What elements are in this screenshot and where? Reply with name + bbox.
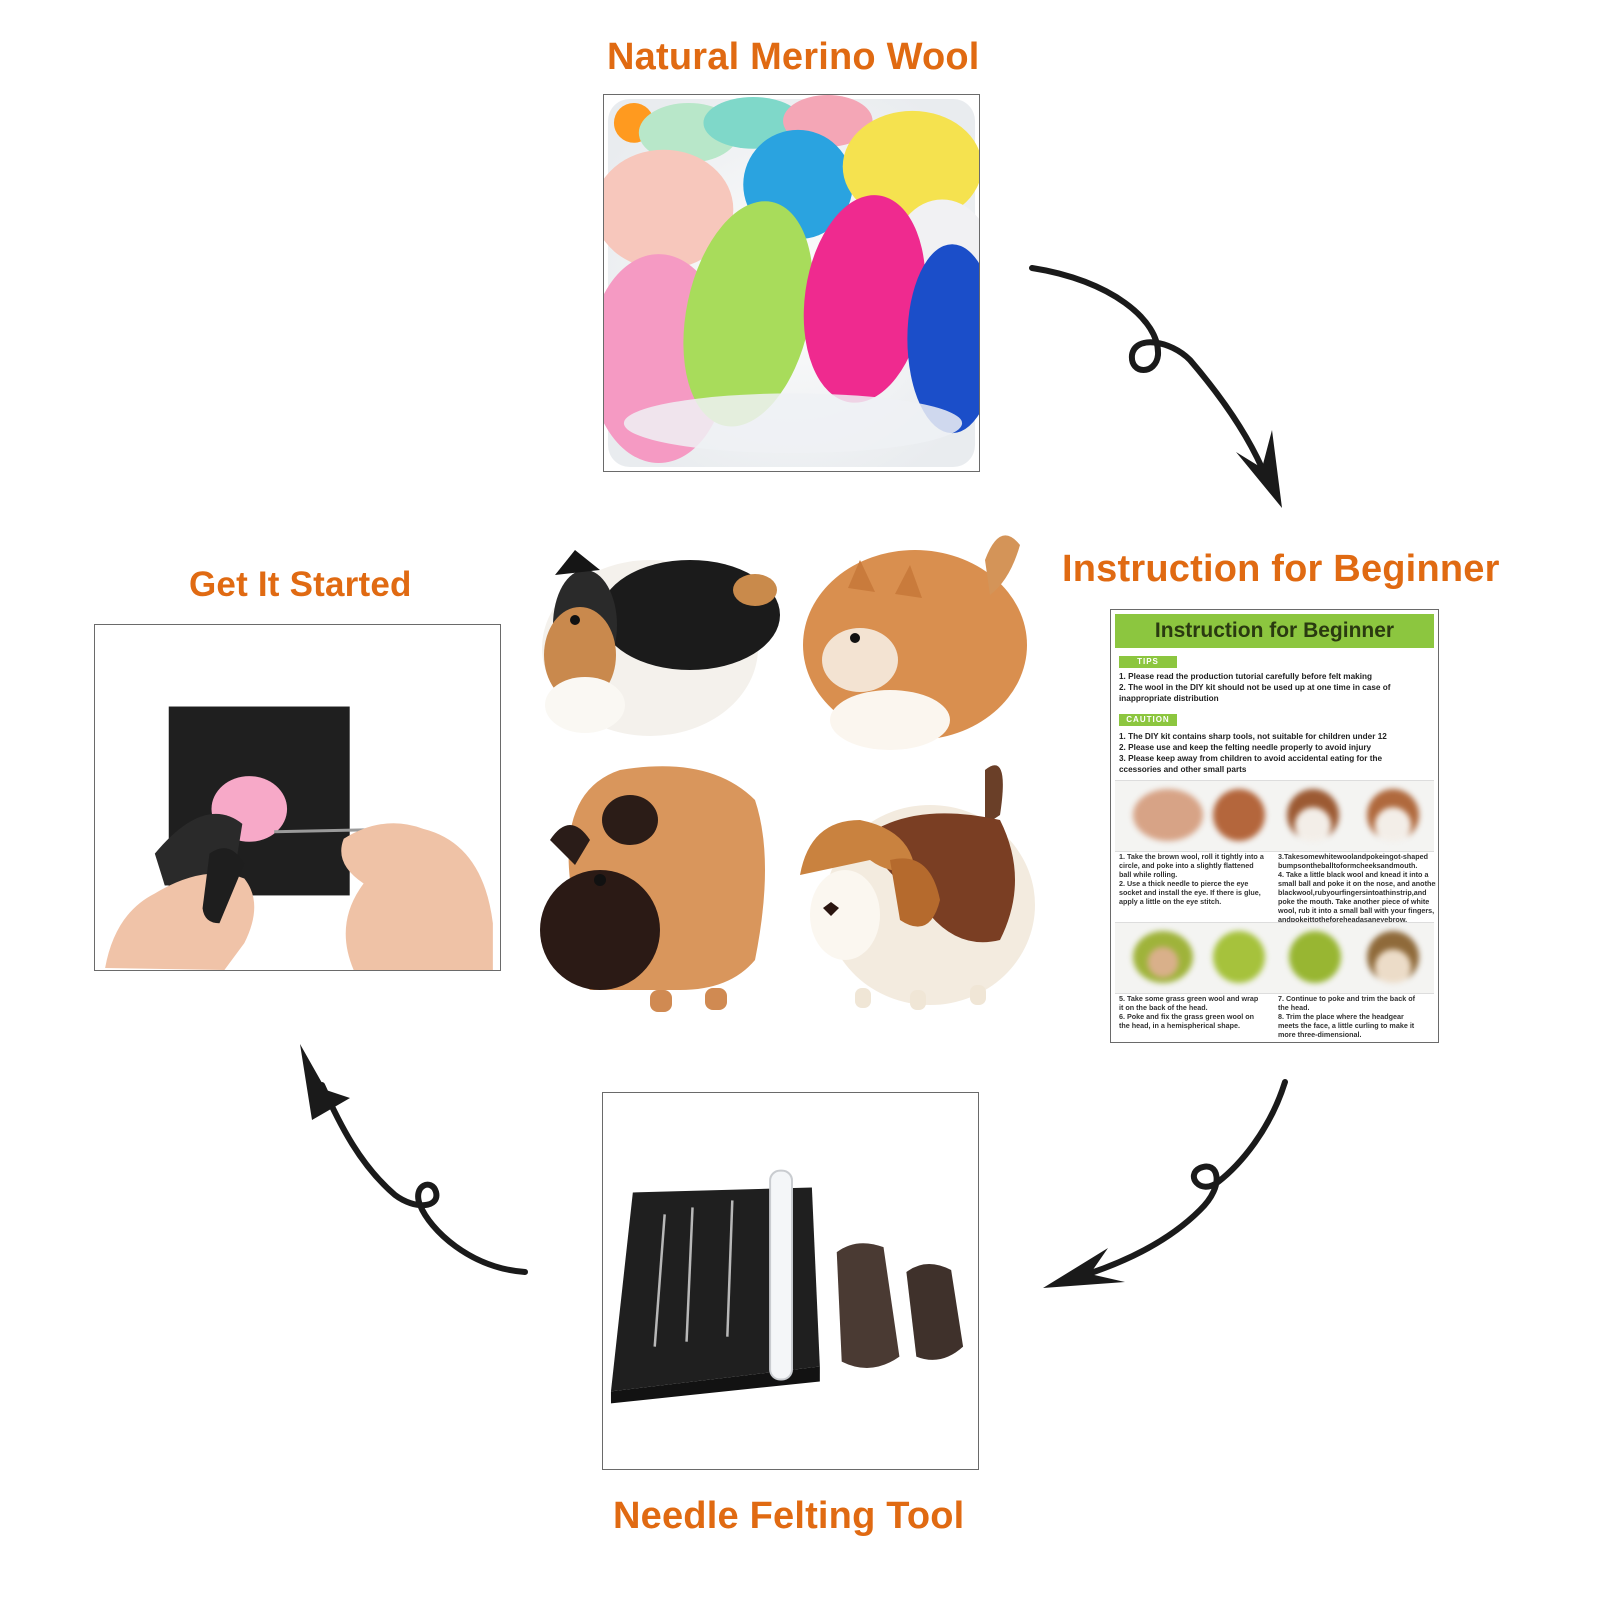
arrow-head: [300, 1044, 350, 1120]
steps-text-2-left: 5. Take some grass green wool and wrap i…: [1119, 994, 1259, 1030]
dog-pug: [540, 766, 765, 1012]
wool-photo: [603, 94, 980, 472]
steps-text-1-right: 3.Takesomewhitewoolandpokeingot-shaped b…: [1278, 852, 1436, 924]
steps-text-1-left: 1. Take the brown wool, roll it tightly …: [1119, 852, 1264, 906]
hands-felting-illustration: [105, 706, 493, 970]
tips-line: 1. Please read the production tutorial c…: [1119, 672, 1372, 681]
caution-line: 3. Please keep away from children to avo…: [1119, 754, 1382, 763]
steps-text-2-right: 7. Continue to poke and trim the back of…: [1278, 994, 1415, 1039]
step-thumbnail: [1367, 789, 1419, 841]
step-thumbnail: [1213, 931, 1265, 983]
tips-line: inappropriate distribution: [1119, 694, 1219, 703]
arrow-head: [1236, 430, 1282, 508]
instruction-sheet-title: Instruction for Beginner: [1115, 614, 1434, 648]
steps-thumbnails-2: [1115, 922, 1434, 994]
arrow-wool-to-instruction: [1029, 265, 1265, 471]
step-thumbnail: [1133, 931, 1193, 983]
heading-instruction-for-beginner: Instruction for Beginner: [1062, 548, 1500, 590]
tips-label: TIPS: [1119, 656, 1177, 668]
caution-line: ccessories and other small parts: [1119, 765, 1247, 774]
heading-natural-merino-wool: Natural Merino Wool: [607, 36, 980, 78]
step-thumbnail: [1213, 789, 1265, 841]
tips-line: 2. The wool in the DIY kit should not be…: [1119, 683, 1391, 692]
step-thumbnail: [1287, 789, 1339, 841]
wool-illustration: [604, 95, 979, 468]
heading-needle-felting-tool: Needle Felting Tool: [613, 1495, 965, 1537]
step-thumbnail: [1133, 789, 1203, 841]
caution-line: 2. Please use and keep the felting needl…: [1119, 743, 1372, 752]
get-started-photo: [94, 624, 501, 971]
dog-pomeranian: [803, 535, 1027, 750]
dog-beagle: [800, 765, 1035, 1010]
felting-tools-illustration: [610, 1169, 964, 1404]
instruction-sheet: Instruction for Beginner TIPS 1. Please …: [1110, 609, 1439, 1043]
heading-get-it-started: Get It Started: [189, 565, 412, 604]
caution-label: CAUTION: [1119, 714, 1177, 726]
arrow-head: [1043, 1248, 1125, 1288]
steps-thumbnails-1: [1115, 780, 1434, 852]
dog-sheltie: [542, 550, 780, 736]
felted-dogs-photo: [530, 520, 1035, 1045]
step-thumbnail: [1367, 931, 1419, 983]
arrow-tool-to-started: [319, 1082, 528, 1275]
step-thumbnail: [1289, 931, 1341, 983]
felted-dogs-illustration: [540, 535, 1035, 1012]
arrow-instruction-to-tool: [1082, 1079, 1288, 1278]
caution-line: 1. The DIY kit contains sharp tools, not…: [1119, 732, 1387, 741]
needle-felting-tool-photo: [602, 1092, 979, 1470]
